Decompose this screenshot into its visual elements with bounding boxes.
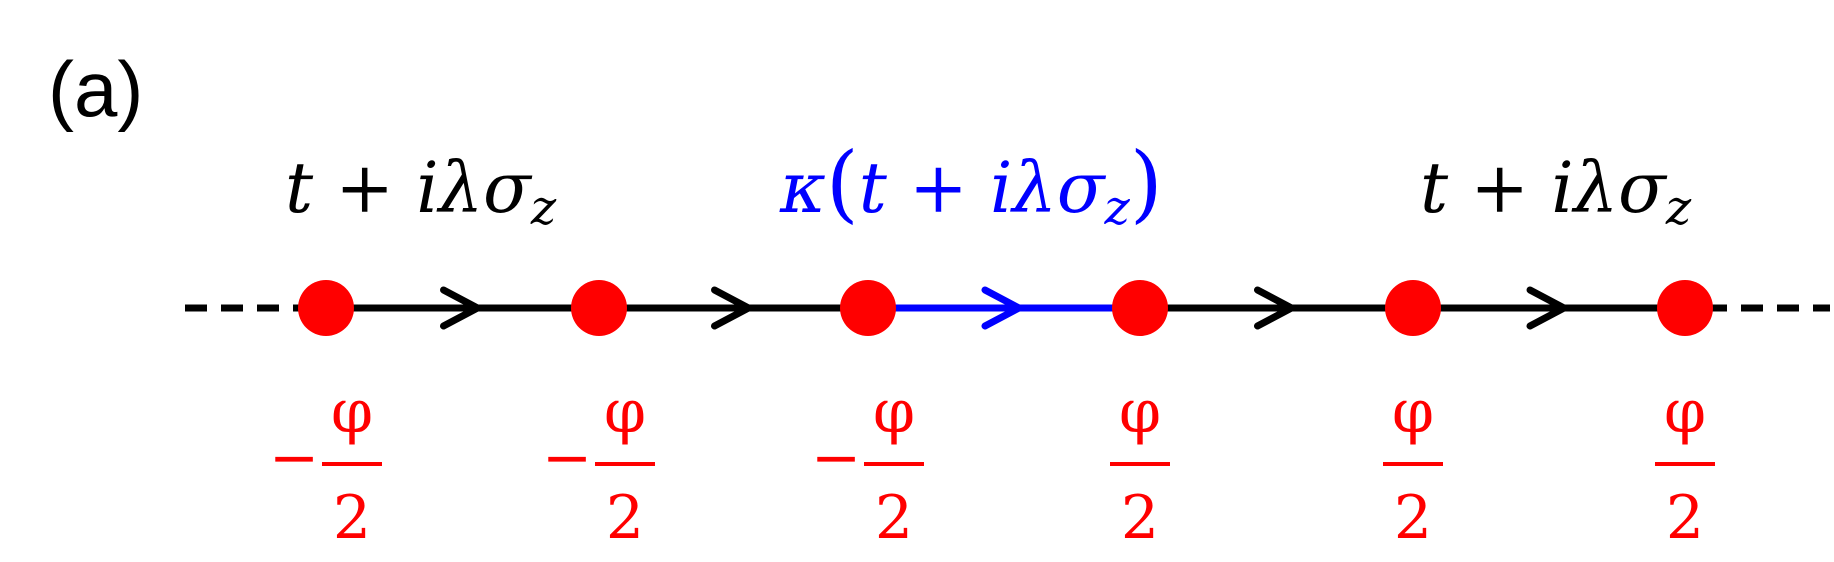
phase-numerator: φ bbox=[873, 377, 915, 447]
bond-arrow-icon bbox=[1526, 286, 1568, 330]
lattice-site bbox=[298, 280, 354, 336]
phase-numerator: φ bbox=[1119, 377, 1161, 447]
phase-denominator: 2 bbox=[606, 483, 644, 553]
lattice-site bbox=[840, 280, 896, 336]
phase-denominator: 2 bbox=[1394, 483, 1432, 553]
phase-denominator: 2 bbox=[1121, 483, 1159, 553]
site-phase: −φ 2 bbox=[542, 377, 655, 553]
phase-numerator: φ bbox=[604, 377, 646, 447]
bond bbox=[326, 286, 599, 330]
lattice-site bbox=[571, 280, 627, 336]
phase-sign: − bbox=[811, 423, 861, 493]
site-phase: φ2 bbox=[1655, 377, 1715, 553]
site-phase: φ2 bbox=[1383, 377, 1443, 553]
hopping-label-left: t + iλσz bbox=[285, 147, 557, 236]
bond-arrow-icon bbox=[711, 286, 752, 330]
bond-arrow-icon bbox=[981, 286, 1023, 330]
hopping-label-right: t + iλσz bbox=[1420, 147, 1692, 236]
phase-denominator: 2 bbox=[875, 483, 913, 553]
phase-sign: − bbox=[269, 423, 319, 493]
panel-label: (a) bbox=[48, 45, 143, 133]
phase-numerator: φ bbox=[1664, 377, 1706, 447]
lattice-site bbox=[1112, 280, 1168, 336]
site-phase: −φ 2 bbox=[269, 377, 382, 553]
bond bbox=[599, 286, 868, 330]
hopping-label-middle: κ(t + iλσz) bbox=[779, 134, 1163, 236]
phase-sign: − bbox=[542, 423, 592, 493]
bond-arrow-icon bbox=[1254, 286, 1295, 330]
lattice-site bbox=[1385, 280, 1441, 336]
bond-arrow-icon bbox=[440, 286, 481, 330]
lattice-site bbox=[1657, 280, 1713, 336]
site-phase: −φ 2 bbox=[811, 377, 924, 553]
phase-denominator: 2 bbox=[333, 483, 371, 553]
phase-denominator: 2 bbox=[1666, 483, 1704, 553]
bond bbox=[1140, 286, 1413, 330]
phase-numerator: φ bbox=[331, 377, 373, 447]
phase-numerator: φ bbox=[1392, 377, 1434, 447]
bond-modified bbox=[868, 286, 1140, 330]
bond bbox=[1413, 286, 1685, 330]
site-phase: φ2 bbox=[1110, 377, 1170, 553]
